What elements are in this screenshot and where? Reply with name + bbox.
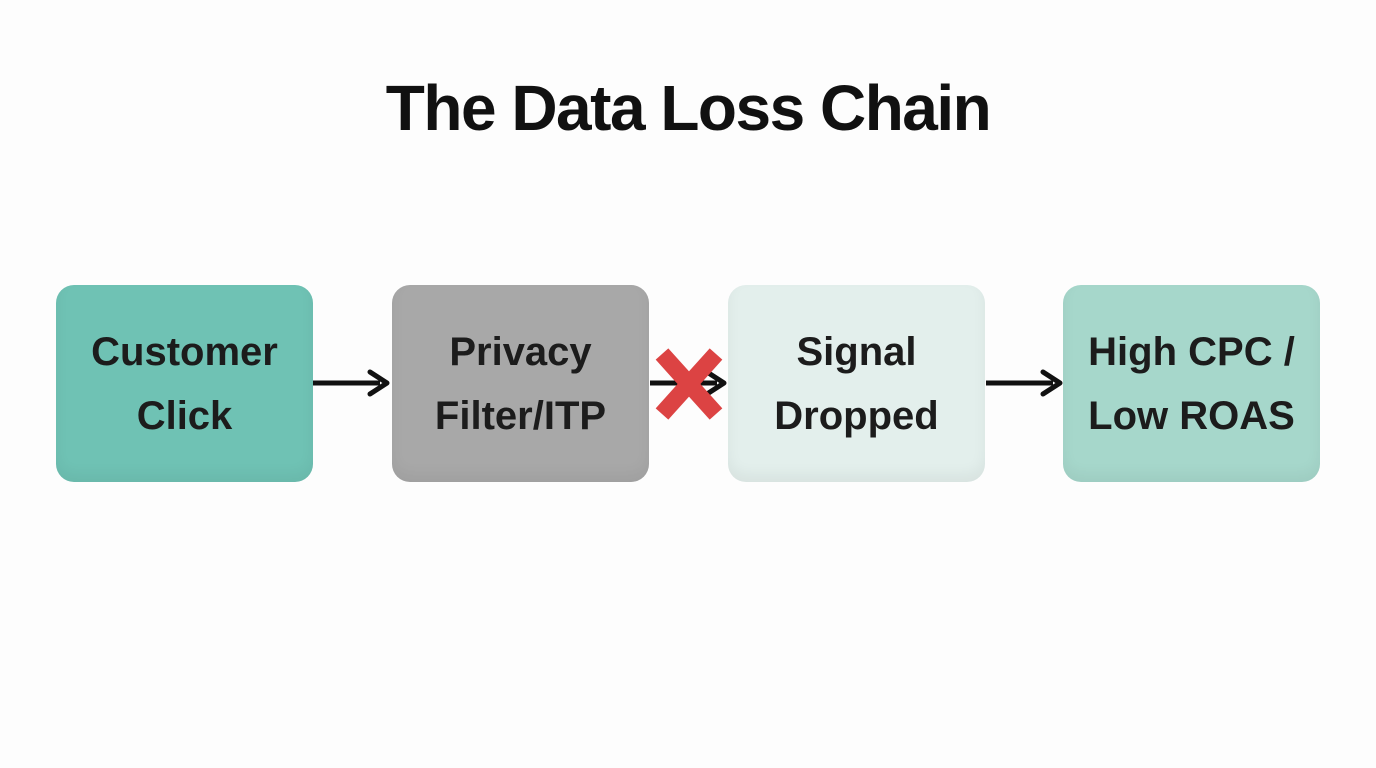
diagram-title: The Data Loss Chain — [385, 72, 992, 144]
node-label-line: Filter/ITP — [434, 393, 607, 438]
node-privacy-filter-itp: Privacy Filter/ITP — [392, 285, 649, 482]
arrow-icon — [313, 369, 390, 397]
arrow-icon — [986, 369, 1063, 397]
blocked-x-icon — [655, 348, 723, 420]
node-label-line: High CPC / — [1088, 329, 1295, 374]
node-high-cpc-low-roas: High CPC / Low ROAS — [1063, 285, 1320, 482]
node-label-line: Customer — [91, 329, 278, 374]
node-label-line: Dropped — [774, 393, 939, 438]
node-label-line: Low ROAS — [1088, 393, 1295, 438]
node-label-line: Privacy — [449, 329, 592, 374]
node-customer-click: Customer Click — [56, 285, 313, 482]
node-label-line: Signal — [796, 329, 917, 374]
node-signal-dropped: Signal Dropped — [728, 285, 985, 482]
node-label-line: Click — [136, 393, 233, 438]
